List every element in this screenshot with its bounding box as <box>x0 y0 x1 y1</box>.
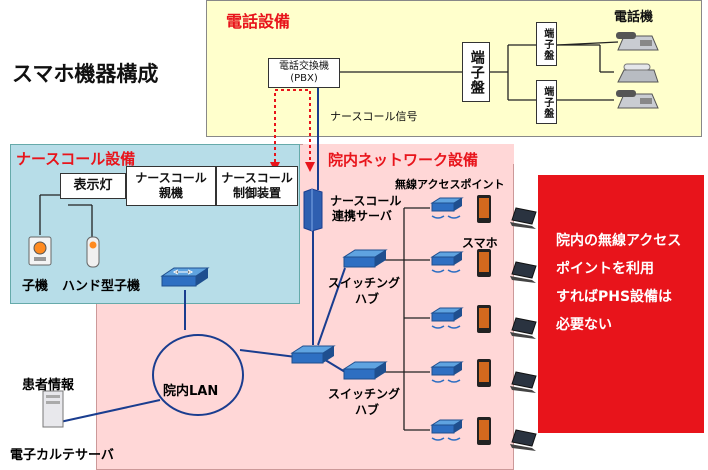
cordless-phone-icon <box>614 60 660 90</box>
controller-label-2: 制御装置 <box>232 186 281 200</box>
access-point-label: 無線アクセスポイント <box>395 178 505 191</box>
laptop-icon <box>508 206 538 234</box>
nurse-call-heading: ナースコール設備 <box>16 150 136 168</box>
smartphone-icon <box>476 304 492 338</box>
terminal-board-1: 端子盤 <box>536 22 557 66</box>
nurse-call-master-box: ナースコール 親機 <box>126 166 216 206</box>
note-line-2: ポイントを利用 <box>556 261 654 277</box>
child-unit-label: 子機 <box>22 279 49 294</box>
phone-section-heading: 電話設備 <box>226 12 291 31</box>
pbx-label: 電話交換機 <box>279 60 329 72</box>
smartphone-icon <box>476 248 492 282</box>
desk-phone-icon <box>614 86 660 116</box>
laptop-icon <box>508 316 538 344</box>
network-heading: 院内ネットワーク設備 <box>328 151 479 169</box>
note-line-1: 院内の無線アクセス <box>556 233 682 249</box>
controller-label-1: ナースコール <box>221 171 293 185</box>
smartphone-icon <box>476 358 492 392</box>
nurse-call-signal-label: ナースコール信号 <box>330 110 418 123</box>
switch1-label-1: スイッチング <box>328 276 401 290</box>
display-light-box: 表示灯 <box>60 173 126 199</box>
smartphone-icon <box>476 416 492 450</box>
nurse-call-controller-box: ナースコール 制御装置 <box>216 166 298 206</box>
laptop-icon <box>508 260 538 288</box>
call-button-icon <box>28 236 52 270</box>
pbx-sublabel: (PBX) <box>290 73 318 84</box>
access-point-icon <box>428 250 464 280</box>
network-panel-upper <box>303 144 514 164</box>
server-label-1: ナースコール <box>330 194 402 208</box>
access-point-icon <box>428 196 464 226</box>
desk-phone-icon <box>614 28 660 58</box>
pbx-box: 電話交換機 (PBX) <box>268 58 340 88</box>
master-label-2: 親機 <box>158 186 183 200</box>
terminal-board-2: 端子盤 <box>536 80 557 124</box>
server-icon <box>300 188 326 236</box>
laptop-icon <box>508 370 538 398</box>
note-line-4: 必要ない <box>556 317 612 333</box>
master-label-1: ナースコール <box>135 171 207 185</box>
laptop-icon <box>508 428 538 456</box>
switching-hub-icon <box>160 266 210 294</box>
phones-label: 電話機 <box>614 10 654 25</box>
switch2-label-2: ハブ <box>355 403 380 417</box>
page-title: スマホ機器構成 <box>12 62 159 86</box>
switch1-label-2: ハブ <box>355 292 380 306</box>
note-box: 院内の無線アクセス ポイントを利用 すればPHS設備は 必要ない <box>538 175 704 433</box>
switching-hub-icon <box>342 360 388 386</box>
handheld-unit-label: ハンド型子機 <box>62 279 141 294</box>
switching-hub-icon <box>290 344 336 370</box>
server-label-2: 連携サーバ <box>332 209 392 223</box>
smartphone-icon <box>476 194 492 228</box>
server-icon <box>40 390 66 432</box>
access-point-icon <box>428 360 464 390</box>
smartphone-label: スマホ <box>462 236 498 250</box>
switch2-label-1: スイッチング <box>328 387 401 401</box>
switching-hub-icon <box>342 248 388 274</box>
patient-info-heading: 患者情報 <box>22 378 75 393</box>
handheld-call-icon <box>84 236 102 272</box>
access-point-icon <box>428 306 464 336</box>
ehr-server-label: 電子カルテサーバ <box>10 448 114 463</box>
main-terminal-board: 端子盤 <box>462 42 490 102</box>
hospital-lan-label: 院内LAN <box>163 384 219 399</box>
note-line-3: すればPHS設備は <box>556 289 673 305</box>
access-point-icon <box>428 418 464 448</box>
